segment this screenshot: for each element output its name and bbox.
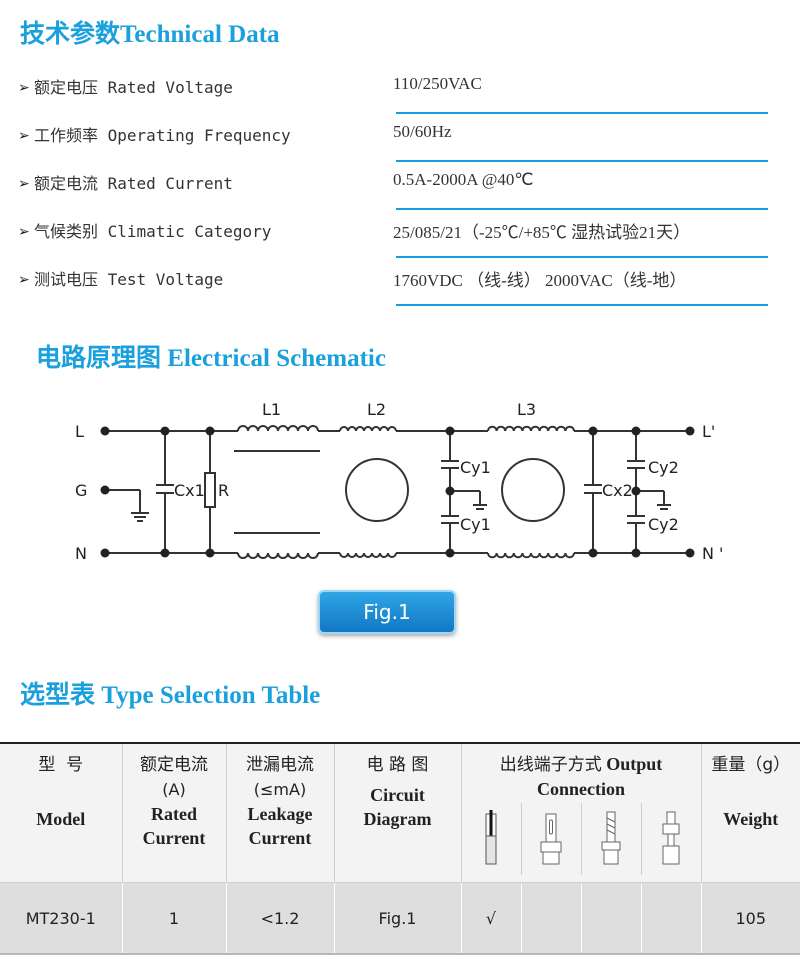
quick-connect-icon (662, 811, 680, 865)
wire-lead-icon (485, 810, 497, 865)
spec-label: 额定电压 Rated Voltage (34, 78, 233, 97)
terminal-type-1 (462, 803, 522, 875)
header-leak-en2: Current (248, 828, 312, 848)
screw-terminal-icon (601, 811, 621, 865)
cell-current: 1 (122, 882, 227, 955)
spec-value: 50/60Hz (393, 122, 452, 141)
header-weight: 重量（g） Weight (701, 742, 800, 883)
label-Cy2-bottom: Cy2 (648, 515, 679, 534)
schematic-title-en: Electrical Schematic (167, 345, 386, 372)
arrow-bullet-icon: ➢ (18, 272, 30, 288)
spec-label: 额定电流 Rated Current (34, 174, 233, 193)
terminal-type-3 (582, 803, 642, 875)
header-rated-current: 额定电流 (A) Rated Current (122, 742, 227, 883)
spec-underline (396, 256, 768, 258)
header-circuit-diagram: 电 路 图 Circuit Diagram (334, 742, 462, 883)
header-current-zh: 额定电流 (140, 755, 208, 775)
spec-row-rated-voltage: ➢ 额定电压 Rated Voltage 110/250VAC (18, 74, 768, 122)
label-L: L (75, 422, 84, 441)
arrow-bullet-icon: ➢ (18, 80, 30, 96)
selection-table-title-en: Type Selection Table (101, 682, 321, 709)
terminal-type-4 (642, 803, 701, 875)
cell-circuit: Fig.1 (334, 882, 462, 955)
spec-row-operating-frequency: ➢ 工作频率 Operating Frequency 50/60Hz (18, 122, 768, 170)
header-model-en: Model (36, 809, 86, 829)
table-header-row: 型 号 Model 额定电流 (A) Rated Current 泄漏电流 (≤… (0, 742, 800, 883)
selection-table-title-zh: 选型表 (20, 680, 96, 709)
label-N: N (75, 544, 87, 563)
header-leak-en1: Leakage (247, 804, 313, 824)
technical-data-title: 技术参数Technical Data (20, 14, 280, 50)
technical-data-title-zh: 技术参数 (20, 19, 121, 48)
header-model: 型 号 Model (0, 742, 123, 883)
header-output-connection: 出线端子方式 Output Connection (461, 742, 702, 883)
label-N-out: N ' (702, 544, 723, 563)
header-model-zh: 型 号 (38, 755, 84, 775)
header-output-en1: Output (606, 754, 663, 774)
header-output-zh: 出线端子方式 (499, 755, 602, 775)
header-circuit-en1: Circuit (370, 785, 425, 805)
label-Cy1-top: Cy1 (460, 458, 491, 477)
schematic-title-zh: 电路原理图 (36, 343, 162, 372)
label-Cy1-bottom: Cy1 (460, 515, 491, 534)
header-leak-unit: (≤mA) (253, 780, 307, 799)
label-Cx1: Cx1 (174, 481, 205, 500)
header-current-en2: Current (142, 828, 206, 848)
header-circuit-zh: 电 路 图 (366, 755, 429, 775)
label-G: G (75, 481, 87, 500)
header-leakage-current: 泄漏电流 (≤mA) Leakage Current (226, 742, 335, 883)
label-L-out: L' (702, 422, 715, 441)
technical-data-title-en: Technical Data (120, 21, 280, 48)
header-output-en2: Connection (536, 779, 625, 799)
solder-lug-icon (540, 813, 562, 865)
selection-table-title: 选型表 Type Selection Table (20, 675, 320, 711)
spec-row-climatic-category: ➢ 气候类别 Climatic Category 25/085/21（-25℃/… (18, 218, 768, 266)
type-selection-table: 型 号 Model 额定电流 (A) Rated Current 泄漏电流 (≤… (0, 742, 800, 955)
spec-underline (396, 304, 768, 306)
cell-output-connection: √ (461, 882, 702, 955)
label-L1: L1 (262, 400, 281, 419)
spec-label: 测试电压 Test Voltage (34, 270, 224, 289)
schematic-wiring (105, 425, 690, 559)
spec-label: 工作频率 Operating Frequency (34, 126, 291, 145)
spec-underline (396, 112, 768, 114)
terminal-type-2 (522, 803, 582, 875)
table-row: MT230-1 1 <1.2 Fig.1 √ 105 (0, 882, 800, 955)
spec-underline (396, 160, 768, 162)
arrow-bullet-icon: ➢ (18, 224, 30, 240)
cell-terminal-1: √ (462, 884, 522, 952)
spec-value: 0.5A-2000A @40℃ (393, 170, 534, 189)
label-L2: L2 (367, 400, 386, 419)
header-circuit-en2: Diagram (363, 809, 432, 829)
header-leak-zh: 泄漏电流 (246, 755, 314, 775)
cell-leakage: <1.2 (226, 882, 335, 955)
header-weight-zh: 重量（g） (711, 755, 791, 775)
spec-value: 1760VDC （线-线） 2000VAC（线-地） (393, 271, 687, 290)
circuit-schematic: L G N L1 L2 L3 L' N ' Cx1 R Cy1 Cy1 Cx2 … (75, 400, 723, 563)
spec-value: 110/250VAC (393, 74, 482, 93)
schematic-title: 电路原理图 Electrical Schematic (36, 338, 386, 374)
spec-label: 气候类别 Climatic Category (34, 222, 272, 241)
cell-terminal-3 (582, 884, 642, 952)
label-Cx2: Cx2 (602, 481, 633, 500)
header-weight-en: Weight (723, 809, 779, 829)
spec-value: 25/085/21（-25℃/+85℃ 湿热试验21天） (393, 223, 691, 242)
spec-row-test-voltage: ➢ 测试电压 Test Voltage 1760VDC （线-线） 2000VA… (18, 266, 768, 314)
fig-1-button[interactable]: Fig.1 (318, 590, 456, 634)
schematic-junctions (100, 426, 695, 558)
label-R: R (218, 481, 229, 500)
label-Cy2-top: Cy2 (648, 458, 679, 477)
spec-row-rated-current: ➢ 额定电流 Rated Current 0.5A-2000A @40℃ (18, 170, 768, 218)
cell-terminal-4 (642, 884, 701, 952)
header-current-en1: Rated (151, 804, 197, 824)
header-current-unit: (A) (162, 780, 186, 799)
cell-model: MT230-1 (0, 882, 123, 955)
cell-weight: 105 (701, 882, 800, 955)
spec-underline (396, 208, 768, 210)
cell-terminal-2 (522, 884, 582, 952)
arrow-bullet-icon: ➢ (18, 176, 30, 192)
arrow-bullet-icon: ➢ (18, 128, 30, 144)
label-L3: L3 (517, 400, 536, 419)
